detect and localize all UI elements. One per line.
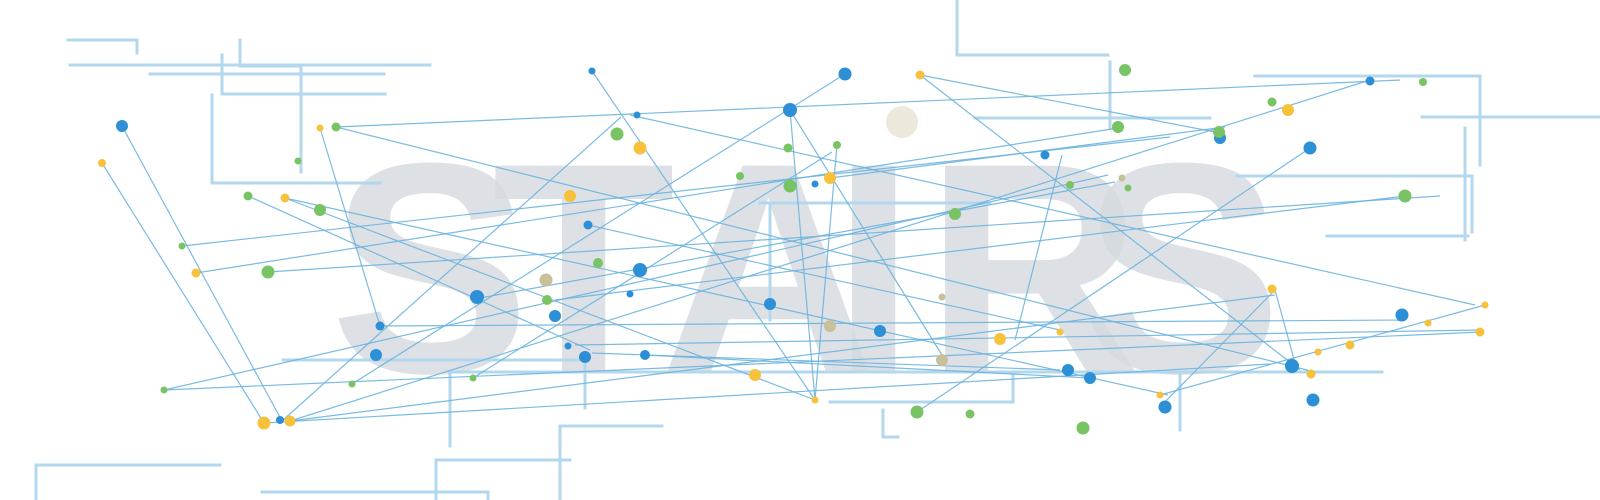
- node-dot: [833, 141, 841, 149]
- node-dot: [736, 172, 744, 180]
- node-dot: [640, 350, 650, 360]
- node-dot: [783, 143, 793, 153]
- network-edges: [101, 70, 1486, 424]
- node-dot: [783, 179, 797, 193]
- network-nodes: [98, 64, 1489, 435]
- node-dot: [874, 325, 886, 337]
- node-dot: [284, 415, 296, 427]
- node-dot: [564, 342, 572, 350]
- node-dot: [579, 351, 591, 363]
- node-dot: [331, 122, 341, 132]
- node-dot: [178, 242, 186, 250]
- node-dot: [1424, 319, 1432, 327]
- node-dot: [1365, 76, 1375, 86]
- node-dot: [549, 310, 561, 322]
- node-dot: [98, 159, 106, 167]
- node-dot: [1395, 308, 1409, 322]
- node-dot: [261, 265, 275, 279]
- node-dot: [1267, 97, 1277, 107]
- node-dot: [470, 290, 484, 304]
- node-dot: [633, 141, 647, 155]
- node-dot: [1112, 121, 1124, 133]
- wordmark-letter-s2: S: [1082, 100, 1282, 436]
- node-dot: [1084, 372, 1096, 384]
- node-dot: [1419, 78, 1427, 86]
- node-dot: [1076, 421, 1090, 435]
- node-dot: [749, 369, 761, 381]
- node-dot: [626, 290, 634, 298]
- node-dot: [965, 409, 975, 419]
- node-dot: [994, 333, 1006, 345]
- node-dot: [1481, 301, 1489, 309]
- node-dot: [116, 120, 128, 132]
- yellow-nodes: [98, 70, 1489, 430]
- node-dot: [811, 180, 819, 188]
- node-dot: [564, 190, 576, 202]
- blue-nodes: [116, 67, 1409, 424]
- node-dot: [1267, 284, 1277, 294]
- node-dot: [1213, 126, 1225, 138]
- node-dot: [1062, 364, 1074, 376]
- node-dot: [1158, 400, 1172, 414]
- node-dot: [949, 208, 961, 220]
- node-dot: [243, 191, 253, 201]
- node-dot: [764, 298, 776, 310]
- node-dot: [191, 268, 201, 278]
- node-dot: [1124, 184, 1132, 192]
- node-dot: [1314, 348, 1322, 356]
- node-dot: [593, 258, 603, 268]
- node-dot: [1303, 141, 1317, 155]
- node-dot: [160, 386, 168, 394]
- node-dot: [375, 321, 385, 331]
- node-dot: [1066, 181, 1074, 189]
- node-dot: [1118, 174, 1126, 182]
- node-dot: [1056, 328, 1064, 336]
- wordmark-letter-s1: S: [330, 100, 530, 436]
- node-dot: [294, 157, 302, 165]
- khaki-nodes: [539, 106, 1126, 366]
- node-dot: [1345, 340, 1355, 350]
- node-dot: [276, 416, 284, 424]
- node-dot: [1475, 327, 1485, 337]
- wordmark-letter-a: A: [660, 100, 877, 436]
- node-dot: [633, 111, 641, 119]
- node-dot: [938, 293, 946, 301]
- node-dot: [348, 380, 356, 388]
- node-dot: [824, 320, 836, 332]
- node-dot: [886, 106, 918, 138]
- node-dot: [783, 103, 797, 117]
- node-dot: [1282, 104, 1294, 116]
- node-dot: [824, 172, 836, 184]
- node-dot: [469, 374, 477, 382]
- node-dot: [1306, 369, 1316, 379]
- frame-lines: [34, 0, 1600, 500]
- stairs-wordmark: S T A I R S: [330, 100, 1282, 436]
- node-dot: [936, 354, 948, 366]
- node-dot: [811, 396, 819, 404]
- node-dot: [257, 416, 271, 430]
- node-dot: [1040, 150, 1050, 160]
- node-dot: [314, 204, 326, 216]
- node-dot: [542, 295, 552, 305]
- node-dot: [1156, 391, 1164, 399]
- node-dot: [910, 405, 924, 419]
- node-dot: [280, 193, 290, 203]
- node-dot: [1119, 64, 1131, 76]
- node-dot: [1398, 189, 1412, 203]
- node-dot: [1285, 359, 1299, 373]
- node-dot: [633, 263, 647, 277]
- node-dot: [539, 273, 553, 287]
- node-dot: [316, 124, 324, 132]
- node-dot: [370, 349, 382, 361]
- node-dot: [915, 70, 925, 80]
- green-nodes: [160, 64, 1427, 435]
- node-dot: [838, 67, 852, 81]
- node-dot: [588, 67, 596, 75]
- node-dot: [1306, 393, 1320, 407]
- node-dot: [583, 220, 593, 230]
- node-dot: [610, 127, 624, 141]
